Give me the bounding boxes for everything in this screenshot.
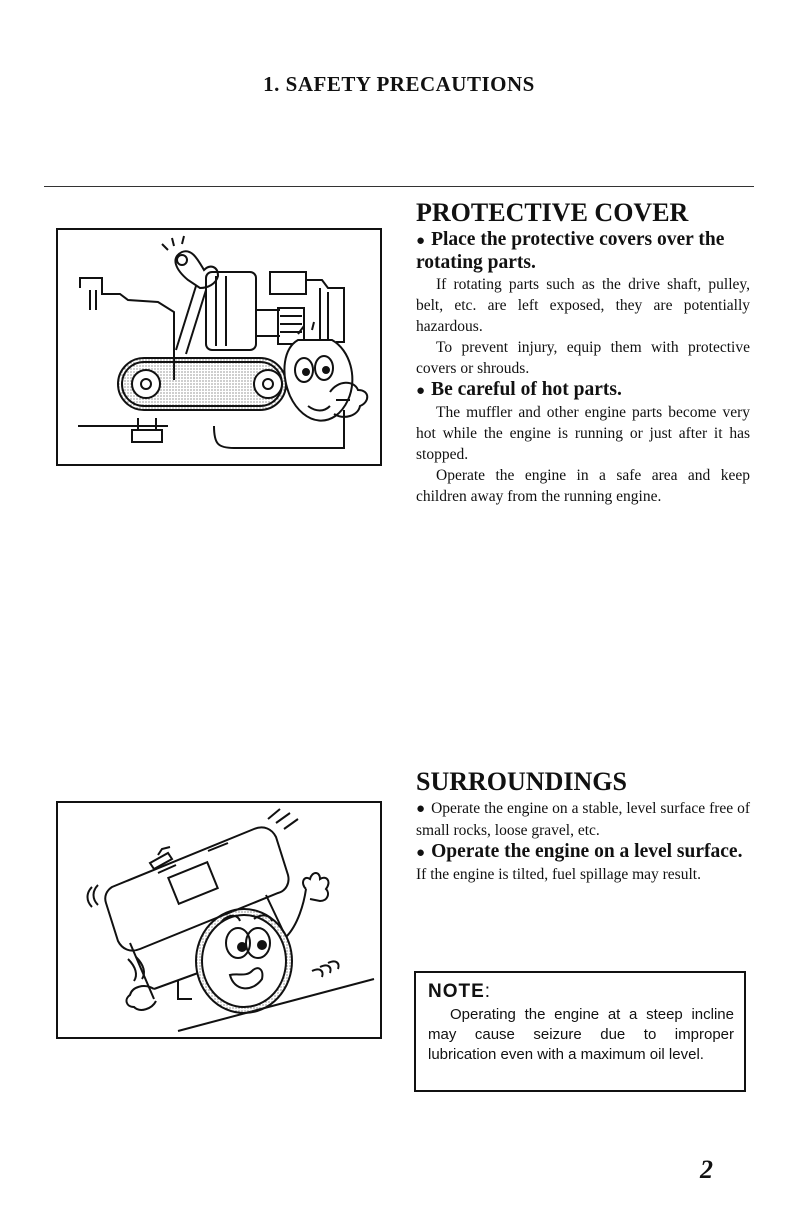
protective-cover-heading: PROTECTIVE COVER bbox=[416, 198, 689, 227]
note-label: NOTE: bbox=[428, 981, 492, 1002]
protective-cover-subheading-1: ●Place the protective covers over the ro… bbox=[416, 229, 725, 273]
protective-cover-paragraph-1: If rotating parts such as the drive shaf… bbox=[416, 276, 750, 335]
surroundings-illustration bbox=[56, 801, 382, 1039]
surroundings-paragraph-2: If the engine is tilted, fuel spillage m… bbox=[416, 866, 701, 883]
protective-cover-section: PROTECTIVE COVER ●Place the protective c… bbox=[416, 199, 750, 507]
bullet-icon: ● bbox=[416, 845, 426, 861]
surroundings-subheading-1: ●Operate the engine on a level surface. bbox=[416, 841, 743, 862]
page-title: 1. SAFETY PRECAUTIONS bbox=[263, 72, 535, 96]
surroundings-paragraph-1: ●Operate the engine on a stable, level s… bbox=[416, 800, 750, 839]
note-box: NOTE: Operating the engine at a steep in… bbox=[414, 971, 746, 1092]
bullet-icon: ● bbox=[416, 801, 426, 817]
tilted-engine-mascot-drawing bbox=[86, 808, 375, 1032]
note-text: Operating the engine at a steep incline … bbox=[428, 1006, 734, 1063]
protective-cover-paragraph-4: Operate the engine in a safe area and ke… bbox=[416, 467, 750, 505]
section-divider bbox=[44, 186, 754, 187]
page-number: 2 bbox=[700, 1155, 713, 1184]
bullet-icon: ● bbox=[416, 383, 426, 399]
surroundings-heading: SURROUNDINGS bbox=[416, 767, 627, 796]
protective-cover-paragraph-2: To prevent injury, equip them with prote… bbox=[416, 339, 750, 377]
protective-cover-subheading-2: ●Be careful of hot parts. bbox=[416, 379, 622, 400]
bullet-icon: ● bbox=[416, 233, 426, 249]
surroundings-section: SURROUNDINGS ●Operate the engine on a st… bbox=[416, 768, 750, 885]
protective-cover-illustration bbox=[56, 228, 382, 466]
protective-cover-paragraph-3: The muffler and other engine parts becom… bbox=[416, 404, 750, 463]
belt-guard-mascot-drawing bbox=[78, 235, 369, 449]
